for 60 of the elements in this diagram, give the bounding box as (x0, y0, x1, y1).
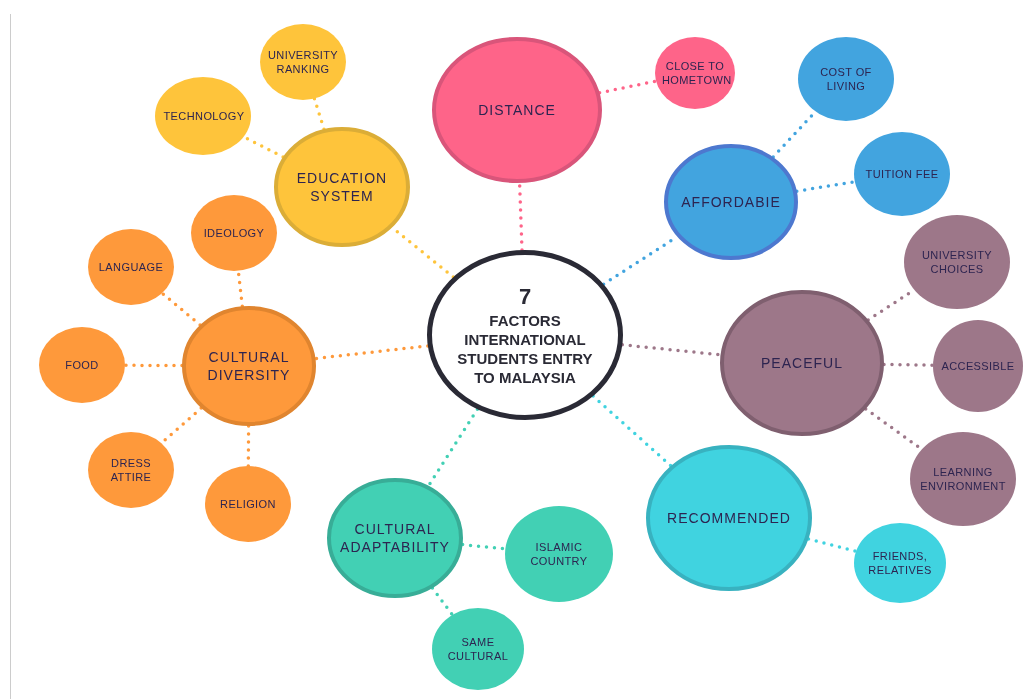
bubble-label: CULTURAL DIVERSITY (206, 347, 292, 385)
dotted-connector (312, 96, 326, 131)
detail-bubble (191, 195, 277, 271)
factor-bubble (720, 290, 884, 436)
bubble-label: ACCESSIBLE (941, 358, 1015, 374)
bubble-label: IDEOLOGY (203, 225, 265, 241)
detail-bubble (205, 466, 291, 542)
detail-bubble (655, 37, 735, 109)
bubble-label: UNIVERSITY CHOICES (921, 247, 993, 277)
dotted-connector (430, 586, 455, 617)
bubble-label: FOOD (65, 357, 99, 373)
bubble-label: TECHNOLOGY (163, 108, 243, 124)
factor-bubble (432, 37, 602, 183)
bubble-label: COST OF LIVING (819, 64, 873, 94)
dotted-connector (123, 363, 184, 368)
bubble-label: ISLAMIC COUNTRY (529, 539, 589, 569)
dotted-connector (795, 179, 857, 193)
bubble-label: UNIVERSITY RANKING (267, 47, 339, 77)
bubble-label: DRESS ATTIRE (109, 455, 153, 485)
detail-bubble (904, 215, 1010, 309)
detail-bubble (933, 320, 1023, 412)
bubble-label: PEACEFUL (761, 353, 843, 373)
detail-bubble (505, 506, 613, 602)
detail-bubble (88, 229, 174, 305)
factor-bubble (327, 478, 463, 598)
detail-bubble (432, 608, 524, 690)
number-label: 7 (518, 282, 532, 311)
dotted-connector (882, 362, 935, 367)
title-label: FACTORS INTERNATIONAL STUDENTS ENTRY TO MALAYSIA (456, 312, 594, 388)
dotted-connector (517, 181, 524, 252)
bubble-label: LEARNING ENVIRONMENT (919, 464, 1007, 494)
factor-bubble (646, 445, 812, 591)
factor-bubble (274, 127, 410, 247)
bubble-label: AFFORDABIE (681, 192, 781, 212)
dotted-connector (160, 291, 202, 327)
dotted-connector (806, 537, 858, 554)
detail-bubble (88, 432, 174, 508)
bubble-label: RECOMMENDED (667, 508, 791, 528)
dotted-connector (597, 79, 658, 95)
bubble-label: LANGUAGE (98, 259, 164, 275)
bubble-label: RELIGION (220, 496, 276, 512)
factor-bubble (664, 144, 798, 260)
detail-bubble (910, 432, 1016, 526)
detail-bubble (854, 523, 946, 603)
factor-bubble (182, 306, 316, 426)
dotted-connector (246, 424, 251, 468)
detail-bubble (798, 37, 894, 121)
detail-bubble (39, 327, 125, 403)
bubble-label: SAME CULTURAL (446, 634, 510, 664)
bubble-label: TUITION FEE (865, 166, 939, 182)
bubble-label: DISTANCE (478, 100, 556, 120)
bubble-label: EDUCATION SYSTEM (295, 168, 389, 206)
bubble-label: CULTURAL ADAPTABILITY (339, 519, 451, 557)
detail-bubble (260, 24, 346, 100)
central-bubble (427, 250, 623, 420)
dotted-connector (426, 407, 480, 488)
detail-bubble (854, 132, 950, 216)
detail-bubble (155, 77, 251, 155)
dotted-connector (591, 394, 673, 468)
bubble-label: FRIENDS, RELATIVES (867, 548, 933, 578)
